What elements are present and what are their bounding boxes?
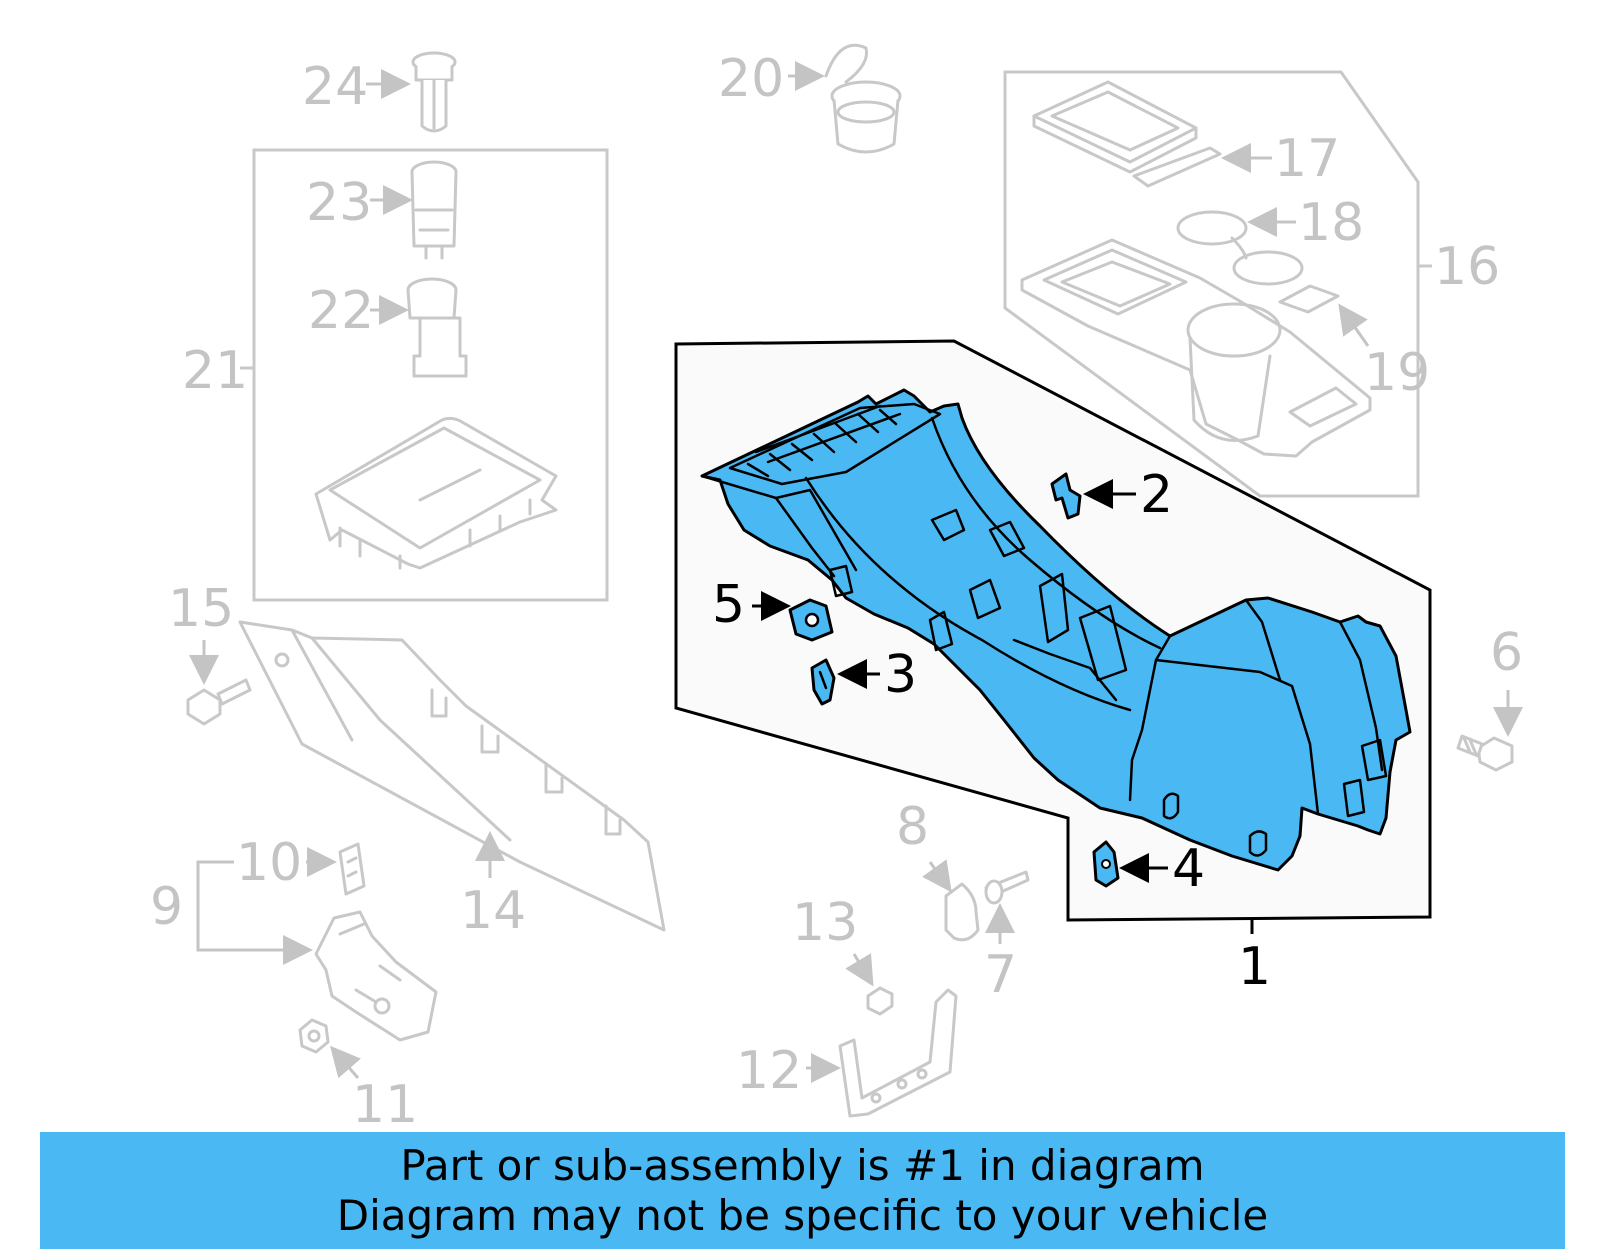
leader-lines [189, 61, 1523, 1083]
part-12-bracket [838, 988, 958, 1118]
part-13-nut [866, 986, 894, 1016]
callout-17: 17 [1274, 129, 1340, 189]
callout-7: 7 [984, 945, 1017, 1005]
part-19-pad [1278, 284, 1340, 314]
part-3-clip [810, 658, 836, 706]
callout-9: 9 [150, 877, 183, 937]
callout-6: 6 [1490, 623, 1523, 683]
banner-line-2: Diagram may not be specific to your vehi… [336, 1190, 1269, 1240]
group-21-frame [252, 148, 609, 602]
callout-14: 14 [460, 881, 526, 941]
part-8-bumper [944, 882, 980, 942]
callout-4: 4 [1172, 839, 1205, 899]
part-2-clip [1050, 472, 1082, 520]
info-banner: Part or sub-assembly is #1 in diagram Di… [40, 1132, 1565, 1249]
part-22-socket [406, 277, 468, 378]
callout-23: 23 [306, 173, 372, 233]
callout-16: 16 [1434, 237, 1500, 297]
callout-20: 20 [718, 49, 784, 109]
part-21-tray [314, 416, 558, 570]
part-24-push-clip [411, 51, 457, 133]
callout-12: 12 [736, 1041, 802, 1101]
part-1-center-console [700, 388, 1412, 872]
part-18-cup-ring [1176, 210, 1304, 286]
callout-22: 22 [308, 281, 374, 341]
callout-1: 1 [1238, 937, 1271, 997]
part-4-clip [1092, 840, 1120, 888]
callout-15: 15 [168, 579, 234, 639]
callout-18: 18 [1298, 193, 1364, 253]
part-5-speed-nut [788, 598, 834, 642]
part-6-bolt [1456, 734, 1514, 772]
part-17-bezel [1032, 80, 1222, 188]
callout-8: 8 [896, 797, 929, 857]
callout-19: 19 [1364, 343, 1430, 403]
part-23-grommet [410, 160, 458, 260]
callout-5: 5 [712, 575, 745, 635]
group-16-frame [1003, 70, 1420, 498]
part-15-bolt [186, 678, 252, 726]
part-20-cup-insert [824, 43, 902, 154]
part-14-side-panel [238, 620, 666, 932]
part-11-nut [298, 1018, 330, 1054]
part-16-console-top [1020, 238, 1372, 458]
callout-21: 21 [182, 341, 248, 401]
callout-10: 10 [236, 833, 302, 893]
callout-2: 2 [1140, 465, 1173, 525]
part-10-clip [338, 842, 366, 896]
callout-11: 11 [352, 1075, 418, 1135]
part-7-screw [984, 870, 1030, 905]
callout-3: 3 [884, 645, 917, 705]
part-9-bracket [314, 910, 438, 1042]
banner-line-1: Part or sub-assembly is #1 in diagram [400, 1140, 1205, 1190]
callout-13: 13 [792, 893, 858, 953]
callout-24: 24 [302, 57, 368, 117]
